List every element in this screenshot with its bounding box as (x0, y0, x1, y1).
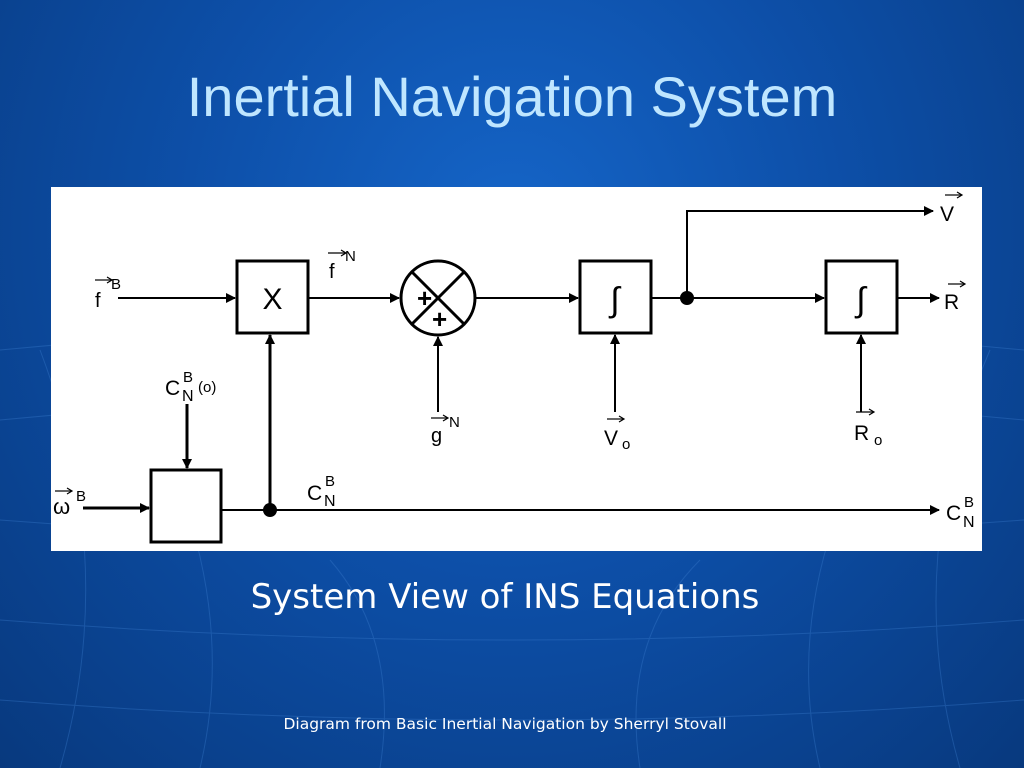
summing-plus-bottom: + (432, 304, 447, 334)
attitude-block (149, 468, 223, 544)
diagram-caption: System View of INS Equations (250, 577, 760, 617)
slide-title: Inertial Navigation System (186, 65, 838, 128)
svg-text:ω: ω (53, 494, 70, 519)
svg-text:R: R (854, 422, 869, 445)
svg-text:N: N (182, 388, 194, 405)
svg-text:B: B (964, 494, 974, 511)
svg-text:N: N (449, 414, 460, 431)
svg-text:N: N (324, 493, 336, 510)
velocity-branch-dot (680, 291, 694, 305)
summing-plus-top: + (417, 283, 432, 313)
svg-text:o: o (622, 436, 630, 453)
integrator-position-block (824, 259, 899, 335)
label-r-out: R (944, 280, 967, 314)
svg-text:V: V (940, 203, 954, 226)
diagram-credit: Diagram from Basic Inertial Navigation b… (283, 715, 727, 733)
multiplier-block (235, 259, 310, 335)
label-f-n: f N (328, 248, 356, 283)
svg-text:o: o (874, 432, 882, 449)
svg-text:f: f (95, 290, 101, 312)
svg-text:B: B (183, 369, 193, 386)
label-cn-mid: C N B (307, 473, 336, 510)
svg-text:C: C (307, 482, 322, 505)
svg-text:C: C (946, 502, 961, 525)
diagram-panel: X + + ∫ ∫ f B (51, 187, 982, 551)
svg-text:C: C (165, 377, 180, 400)
label-r-o: R o (854, 408, 882, 449)
label-g-n: g N (431, 414, 460, 447)
label-v-out: V (940, 191, 964, 226)
svg-text:B: B (325, 473, 335, 490)
svg-text:g: g (431, 425, 442, 447)
svg-text:V: V (604, 427, 618, 450)
integrator-velocity-block (578, 259, 653, 335)
svg-text:f: f (329, 261, 335, 283)
summing-junction-cross-b (410, 270, 466, 326)
v-output-line (686, 206, 934, 298)
label-omega-b: ω B (53, 487, 86, 519)
integrator-velocity-symbol: ∫ (608, 281, 621, 319)
svg-text:B: B (76, 488, 86, 505)
label-cn0: C N B (o) (165, 369, 216, 405)
svg-text:(o): (o) (198, 379, 216, 396)
label-v-o: V o (604, 415, 630, 453)
ins-block-diagram: X + + ∫ ∫ f B (53, 191, 975, 544)
cn-branch-dot (263, 503, 277, 517)
svg-text:B: B (111, 276, 121, 293)
svg-text:N: N (963, 514, 975, 531)
svg-text:R: R (944, 291, 959, 314)
label-cn-out: C N B (946, 494, 975, 531)
integrator-position-symbol: ∫ (854, 281, 867, 319)
multiplier-symbol: X (262, 283, 282, 316)
label-f-b: f B (95, 276, 121, 312)
svg-text:N: N (345, 248, 356, 265)
